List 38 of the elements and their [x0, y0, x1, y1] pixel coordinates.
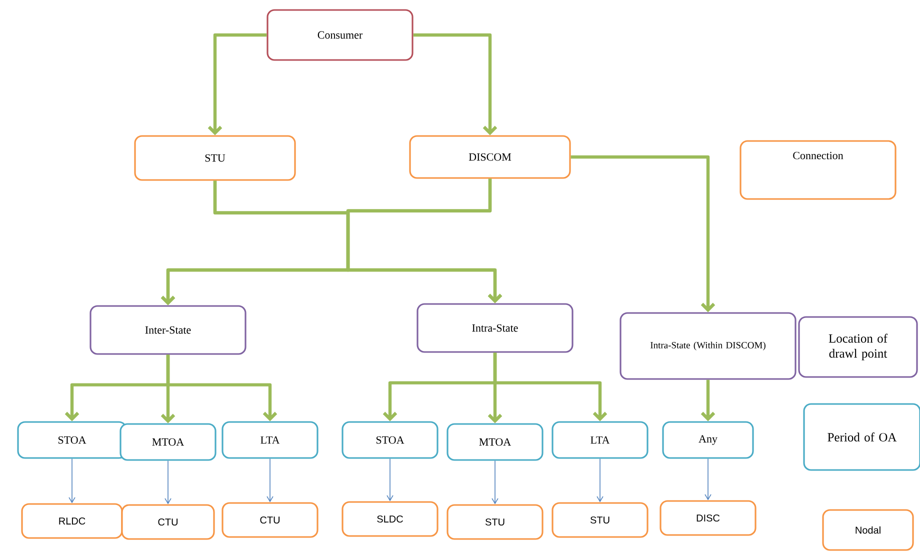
process-box: SLDC — [342, 501, 438, 537]
process-box: Inter-State — [90, 305, 246, 355]
arrow — [700, 380, 716, 422]
arrow — [164, 460, 172, 504]
process-box: DISC — [660, 500, 756, 536]
arrow — [570, 155, 716, 312]
key-box: Location of drawl point — [798, 316, 918, 378]
arrow — [346, 178, 502, 304]
process-box: Any — [662, 421, 754, 459]
process-box: STU — [134, 135, 296, 181]
process-box: STOA — [17, 421, 127, 459]
process-box: Consumer — [266, 9, 414, 61]
arrow — [208, 33, 267, 136]
arrow — [386, 458, 394, 502]
arrow — [68, 458, 76, 504]
arrow — [166, 354, 278, 422]
arrow — [596, 458, 604, 502]
process-box: CTU — [121, 504, 215, 540]
key-box: Connection — [740, 140, 896, 200]
process-box: LTA — [552, 421, 648, 459]
key-box: Period of OA — [803, 403, 920, 471]
arrow — [704, 458, 712, 500]
process-box: DISCOM — [409, 135, 571, 179]
arrow — [266, 458, 274, 502]
process-box: Intra-State — [416, 303, 574, 353]
process-box: CTU — [222, 502, 318, 538]
process-box: STU — [446, 504, 544, 540]
key-box: Nodal — [822, 509, 914, 551]
process-box: STOA — [342, 421, 438, 459]
process-box: Intra-State (Within DISCOM) — [620, 312, 796, 380]
process-box: STU — [552, 502, 648, 538]
process-box: LTA — [222, 421, 318, 459]
process-box: MTOA — [120, 423, 216, 461]
arrow — [413, 33, 498, 136]
arrow — [493, 352, 608, 422]
process-box: MTOA — [446, 423, 544, 461]
arrow — [492, 460, 498, 504]
process-box: RLDC — [21, 503, 123, 539]
